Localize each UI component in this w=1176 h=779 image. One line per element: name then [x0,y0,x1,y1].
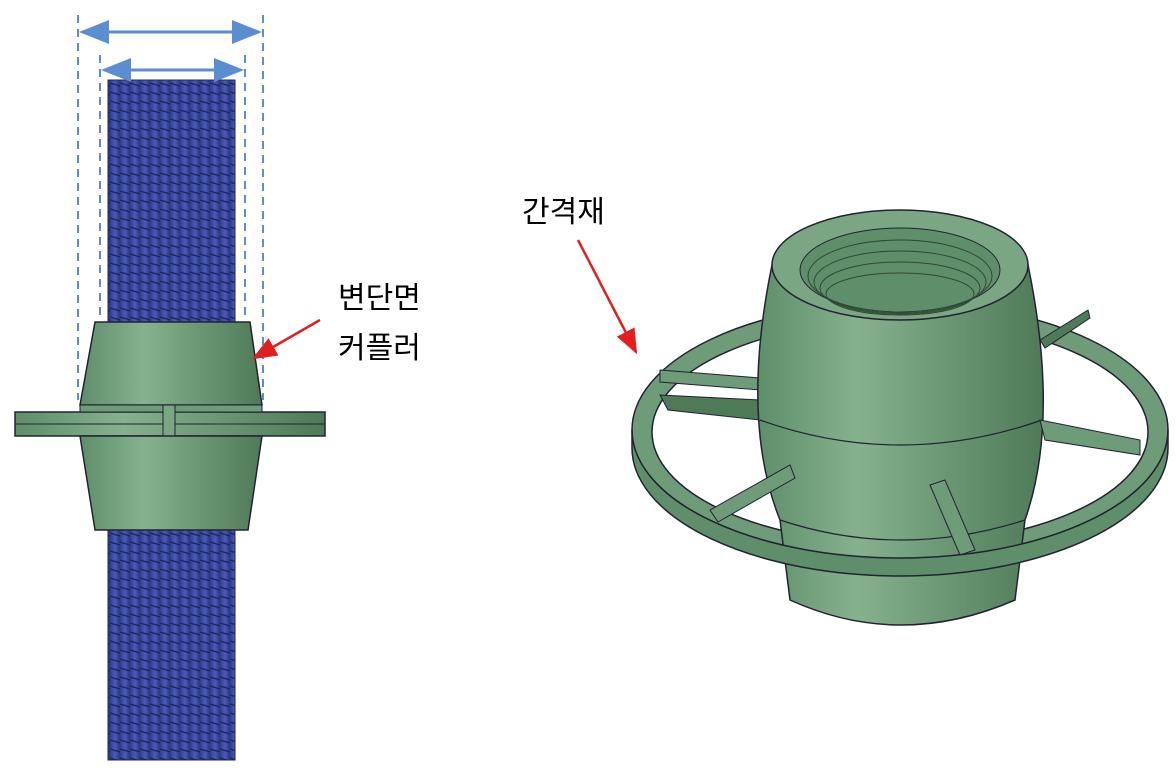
coupler-lower-cone [79,435,263,531]
rebar-coupler-elevation [14,15,326,761]
spacer-pointer-arrow [576,239,638,355]
coupler-pointer-arrow [251,318,321,360]
spacer-label: 간격재 [522,195,605,230]
coupler-label-line2: 커플러 [338,331,421,366]
dimension-lines [77,15,264,400]
spacer-ring [631,429,1169,577]
rebar-lower [107,524,236,761]
coupler-upper-cone [79,321,263,406]
coupler-label-line1: 변단면 [338,281,421,316]
spacer-isometric [576,209,1169,626]
rebar-upper [107,79,236,331]
